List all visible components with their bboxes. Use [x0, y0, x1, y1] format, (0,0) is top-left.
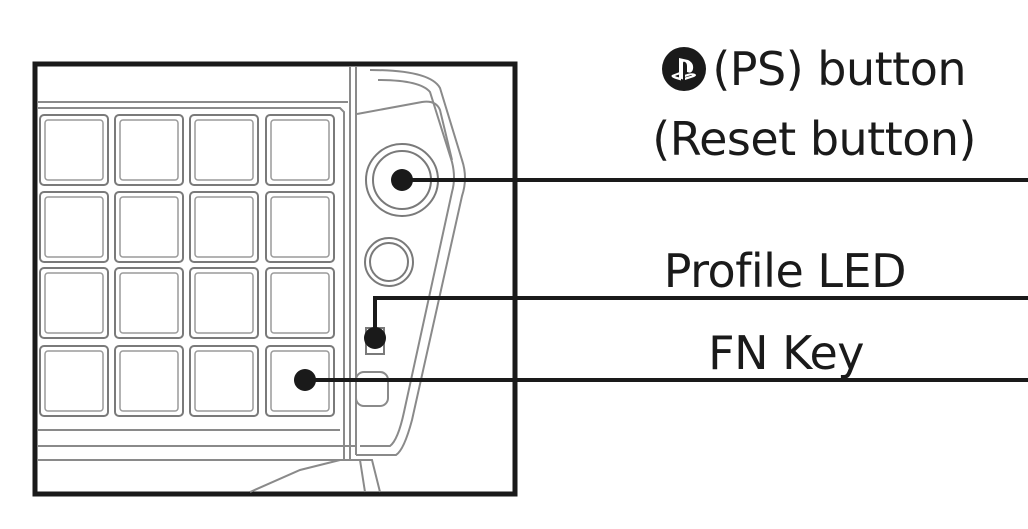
grid-key [189, 114, 259, 186]
playstation-logo-icon [662, 47, 707, 91]
grid-key-face [270, 119, 330, 181]
key-grid [39, 114, 335, 417]
grid-key-face [44, 119, 104, 181]
grid-key [39, 114, 109, 186]
grid-key [114, 191, 184, 263]
side-slot [355, 371, 389, 407]
grid-key-face [194, 350, 254, 412]
fn-key-label: FN Key [708, 326, 864, 380]
reset-button-label: (Reset button) [652, 112, 976, 166]
grid-key [114, 114, 184, 186]
leader-dot-led [364, 327, 386, 349]
grid-key [265, 267, 335, 339]
grid-key-face [44, 350, 104, 412]
grid-key [189, 191, 259, 263]
secondary-round-button-inner [369, 242, 409, 282]
profile-led-label: Profile LED [663, 244, 907, 298]
leader-lines [305, 178, 1028, 382]
grid-key [265, 191, 335, 263]
grid-key [114, 267, 184, 339]
grid-key [189, 267, 259, 339]
leader-dot-ps [391, 169, 413, 191]
grid-key-face [194, 119, 254, 181]
leader-dots [294, 169, 413, 391]
leader-line-led [373, 296, 1028, 338]
grid-key-face [119, 196, 179, 258]
ps-button-text: (PS) button [712, 42, 966, 96]
grid-key-face [270, 272, 330, 334]
grid-key [39, 267, 109, 339]
grid-key [39, 191, 109, 263]
grid-key-face [194, 196, 254, 258]
grid-key-face [119, 350, 179, 412]
device-body [37, 66, 466, 493]
grid-key [189, 345, 259, 417]
grid-key [39, 345, 109, 417]
grid-key-face [119, 272, 179, 334]
grid-key [114, 345, 184, 417]
ps-button-label: (PS) button [662, 46, 966, 92]
grid-key-face [194, 272, 254, 334]
grid-key-face [44, 272, 104, 334]
grid-key-face [119, 119, 179, 181]
grid-key [265, 114, 335, 186]
leader-dot-fn [294, 369, 316, 391]
grid-key-face [270, 196, 330, 258]
grid-key-face [44, 196, 104, 258]
